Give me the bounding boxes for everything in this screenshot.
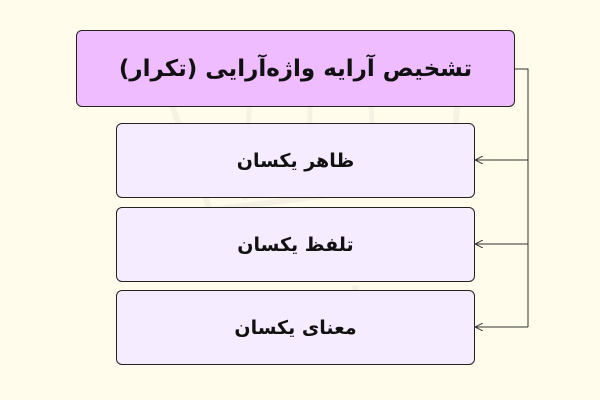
item-label: معنای یکسان xyxy=(234,316,357,339)
diagram-title: تشخیص آرایه واژه‌آرایی (تکرار) xyxy=(118,55,473,82)
item-box-same-appearance: ظاهر یکسان xyxy=(116,123,475,198)
item-box-same-meaning: معنای یکسان xyxy=(116,290,475,365)
item-box-same-pronunciation: تلفظ یکسان xyxy=(116,207,475,282)
item-label: ظاهر یکسان xyxy=(236,149,355,172)
diagram-title-box: تشخیص آرایه واژه‌آرایی (تکرار) xyxy=(76,30,515,107)
connector-trunk xyxy=(515,68,529,327)
item-label: تلفظ یکسان xyxy=(237,233,354,256)
